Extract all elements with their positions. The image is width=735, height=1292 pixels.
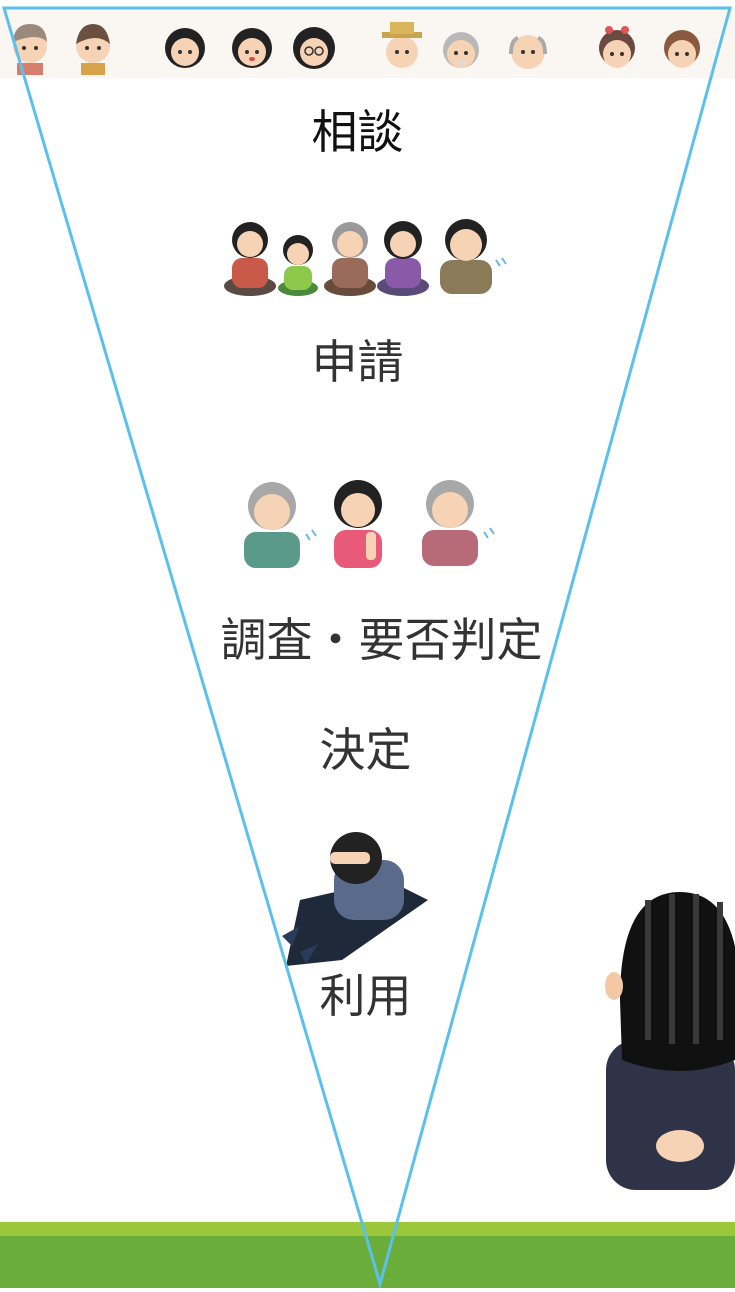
family-sitting-icon: [224, 219, 507, 296]
despair-person-icon: [282, 832, 428, 966]
worried-elderly-icon: [244, 480, 495, 568]
step-label-application: 申請: [311, 335, 404, 389]
step-label-usage: 利用: [319, 969, 412, 1023]
funnel-outline: [1, 6, 732, 1290]
step-label-decision: 決定: [319, 723, 412, 777]
man-from-behind-icon: [605, 892, 735, 1190]
step-label-consultation: 相談: [311, 105, 404, 159]
step-label-assessment: 調査・要否判定: [220, 613, 543, 667]
ground-band-light: [0, 1222, 735, 1236]
family-faces-strip-icon: [0, 8, 735, 78]
